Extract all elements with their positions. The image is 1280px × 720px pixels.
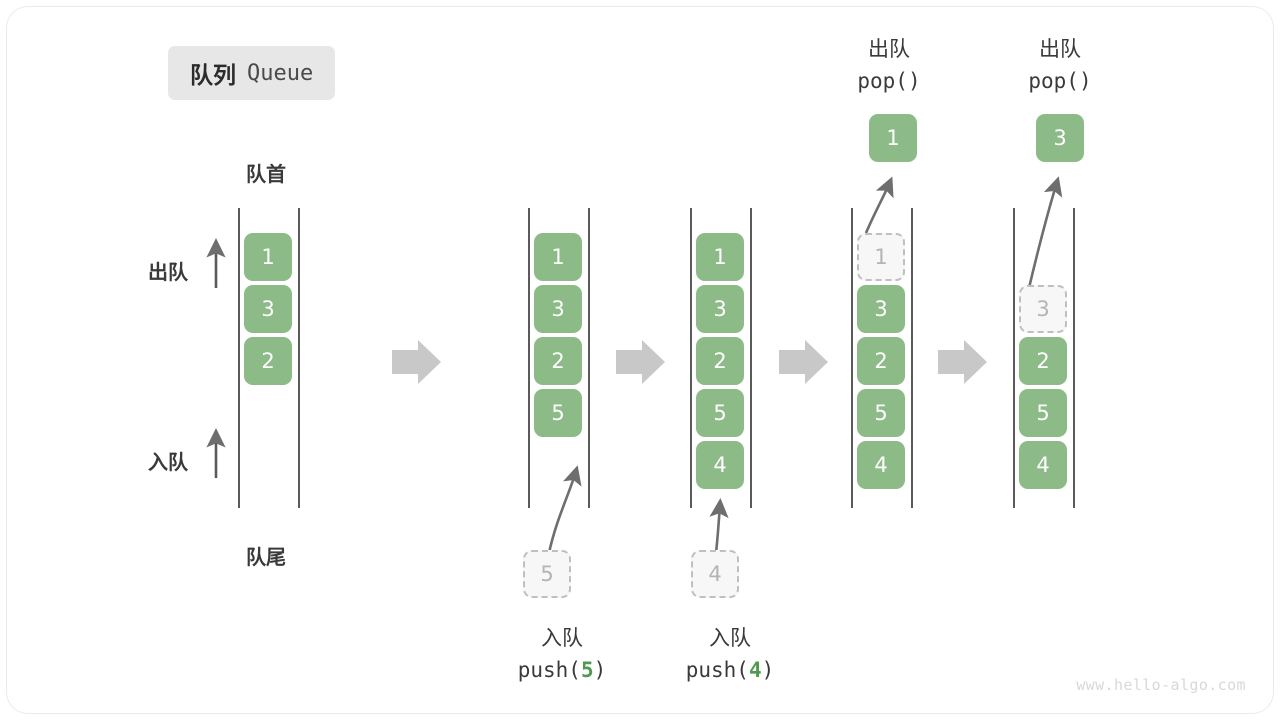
rail-right [298,208,300,508]
element-value: 2 [551,348,565,373]
queue-element: 2 [696,337,744,385]
ghost-element: 5 [523,550,571,598]
rail-left [238,208,240,508]
caption-prefix: pop( [857,69,908,93]
diagram-title-chip: 队列 Queue [168,46,336,100]
title-en: Queue [247,60,314,86]
card-frame [6,6,1274,714]
rail-left [1013,208,1015,508]
ghost-element: 4 [691,550,739,598]
element-value: 3 [261,296,275,321]
queue-element: 2 [857,337,905,385]
ghost-element-value: 3 [1036,296,1050,321]
queue-element: 1 [534,233,582,281]
queue-element: 3 [534,285,582,333]
stage-caption-cn: 入队 [541,626,583,650]
queue-element-new: 4 [696,441,744,489]
element-value: 1 [261,244,275,269]
queue-element: 3 [857,285,905,333]
element-value: 4 [1036,452,1050,477]
queue-element: 3 [696,285,744,333]
queue-element: 4 [857,441,905,489]
queue-element: 2 [1019,337,1067,385]
caption-prefix: pop( [1028,69,1079,93]
element-value: 2 [713,348,727,373]
element-value: 5 [1036,400,1050,425]
queue-element: 1 [244,233,292,281]
rail-left [690,208,692,508]
element-value: 2 [874,348,888,373]
popped-element-value: 3 [1053,125,1067,150]
front-label: 队首 [246,162,286,186]
caption-suffix: ) [593,658,607,682]
element-value: 2 [1036,348,1050,373]
queue-element: 5 [857,389,905,437]
title-cn: 队列 [190,63,236,89]
stage-caption-code: pop() [1028,69,1091,93]
element-value: 5 [874,400,888,425]
popped-element-value: 1 [886,125,900,150]
element-value: 4 [713,452,727,477]
rail-left [528,208,530,508]
caption-suffix: ) [907,69,921,93]
stage-caption-cn: 入队 [709,626,751,650]
queue-element-new: 5 [534,389,582,437]
caption-arg: 4 [748,658,762,682]
ghost-element: 3 [1019,285,1067,333]
element-value: 3 [713,296,727,321]
element-value: 4 [874,452,888,477]
popped-element: 1 [869,114,917,162]
element-value: 1 [551,244,565,269]
caption-prefix: push( [517,658,581,682]
stage-caption-code: pop() [857,69,920,93]
rail-right [1073,208,1075,508]
rear-label: 队尾 [246,545,286,569]
queue-element: 4 [1019,441,1067,489]
caption-suffix: ) [761,658,775,682]
stage-caption-cn: 出队 [868,37,910,61]
caption-prefix: push( [685,658,749,682]
watermark: www.hello-algo.com [1076,676,1246,694]
rail-right [588,208,590,508]
ghost-element-value: 1 [874,244,888,269]
ghost-element-value: 5 [540,561,554,586]
caption-suffix: ) [1078,69,1092,93]
rail-right [750,208,752,508]
ghost-element-value: 4 [708,561,722,586]
element-value: 1 [713,244,727,269]
caption-arg: 5 [580,658,594,682]
queue-element: 1 [696,233,744,281]
popped-element: 3 [1036,114,1084,162]
stage-caption-cn: 出队 [1039,37,1081,61]
queue-element: 2 [534,337,582,385]
rail-left [851,208,853,508]
stage-caption-code: push(4) [686,658,775,682]
rail-right [911,208,913,508]
queue-element: 3 [244,285,292,333]
queue-element: 2 [244,337,292,385]
element-value: 5 [551,400,565,425]
ghost-element: 1 [857,233,905,281]
element-value: 2 [261,348,275,373]
enqueue-label: 入队 [148,450,188,474]
queue-element: 5 [1019,389,1067,437]
element-value: 3 [551,296,565,321]
element-value: 3 [874,296,888,321]
dequeue-label: 出队 [148,260,188,284]
element-value: 5 [713,400,727,425]
stage-caption-code: push(5) [518,658,607,682]
queue-element: 5 [696,389,744,437]
